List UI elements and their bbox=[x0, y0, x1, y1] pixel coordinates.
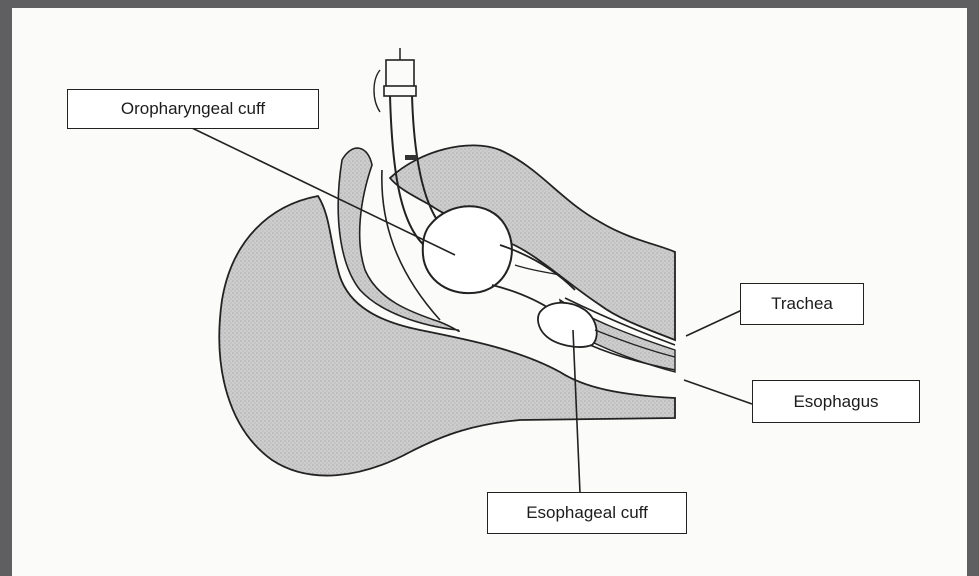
trachea-leader bbox=[686, 310, 742, 336]
esophageal-cuff-label: Esophageal cuff bbox=[487, 492, 687, 534]
oropharyngeal-cuff-shape bbox=[423, 206, 512, 293]
esophagus-label: Esophagus bbox=[752, 380, 920, 423]
esophagus-leader bbox=[684, 380, 752, 404]
tube-connector-icon bbox=[386, 60, 414, 88]
tube-marker-icon bbox=[405, 155, 417, 160]
trachea-label: Trachea bbox=[740, 283, 864, 325]
tube-connector-ring-icon bbox=[384, 86, 416, 96]
oropharyngeal-cuff-label: Oropharyngeal cuff bbox=[67, 89, 319, 129]
